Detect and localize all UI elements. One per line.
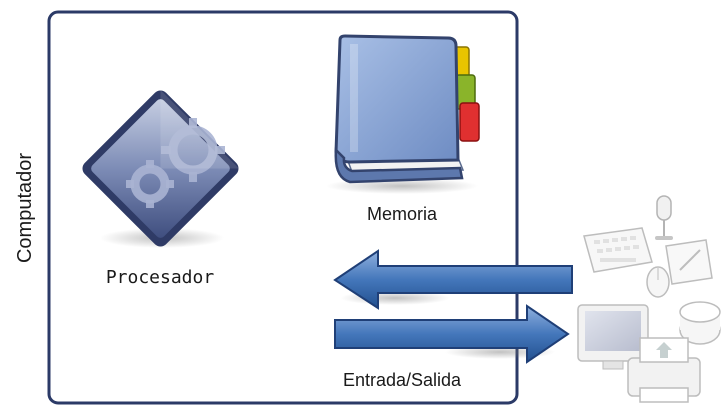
processor-gear-icon [82,90,239,248]
input-devices-icon [583,195,713,298]
memory-book-icon [326,34,480,194]
input-arrow-icon [333,249,573,310]
output-arrow-icon [334,304,570,364]
output-devices-icon [577,301,721,403]
io-label: Entrada/Salida [343,370,462,390]
computer-label: Computador [14,153,36,263]
processor-label: Procesador [106,267,215,288]
memory-label: Memoria [367,204,438,224]
